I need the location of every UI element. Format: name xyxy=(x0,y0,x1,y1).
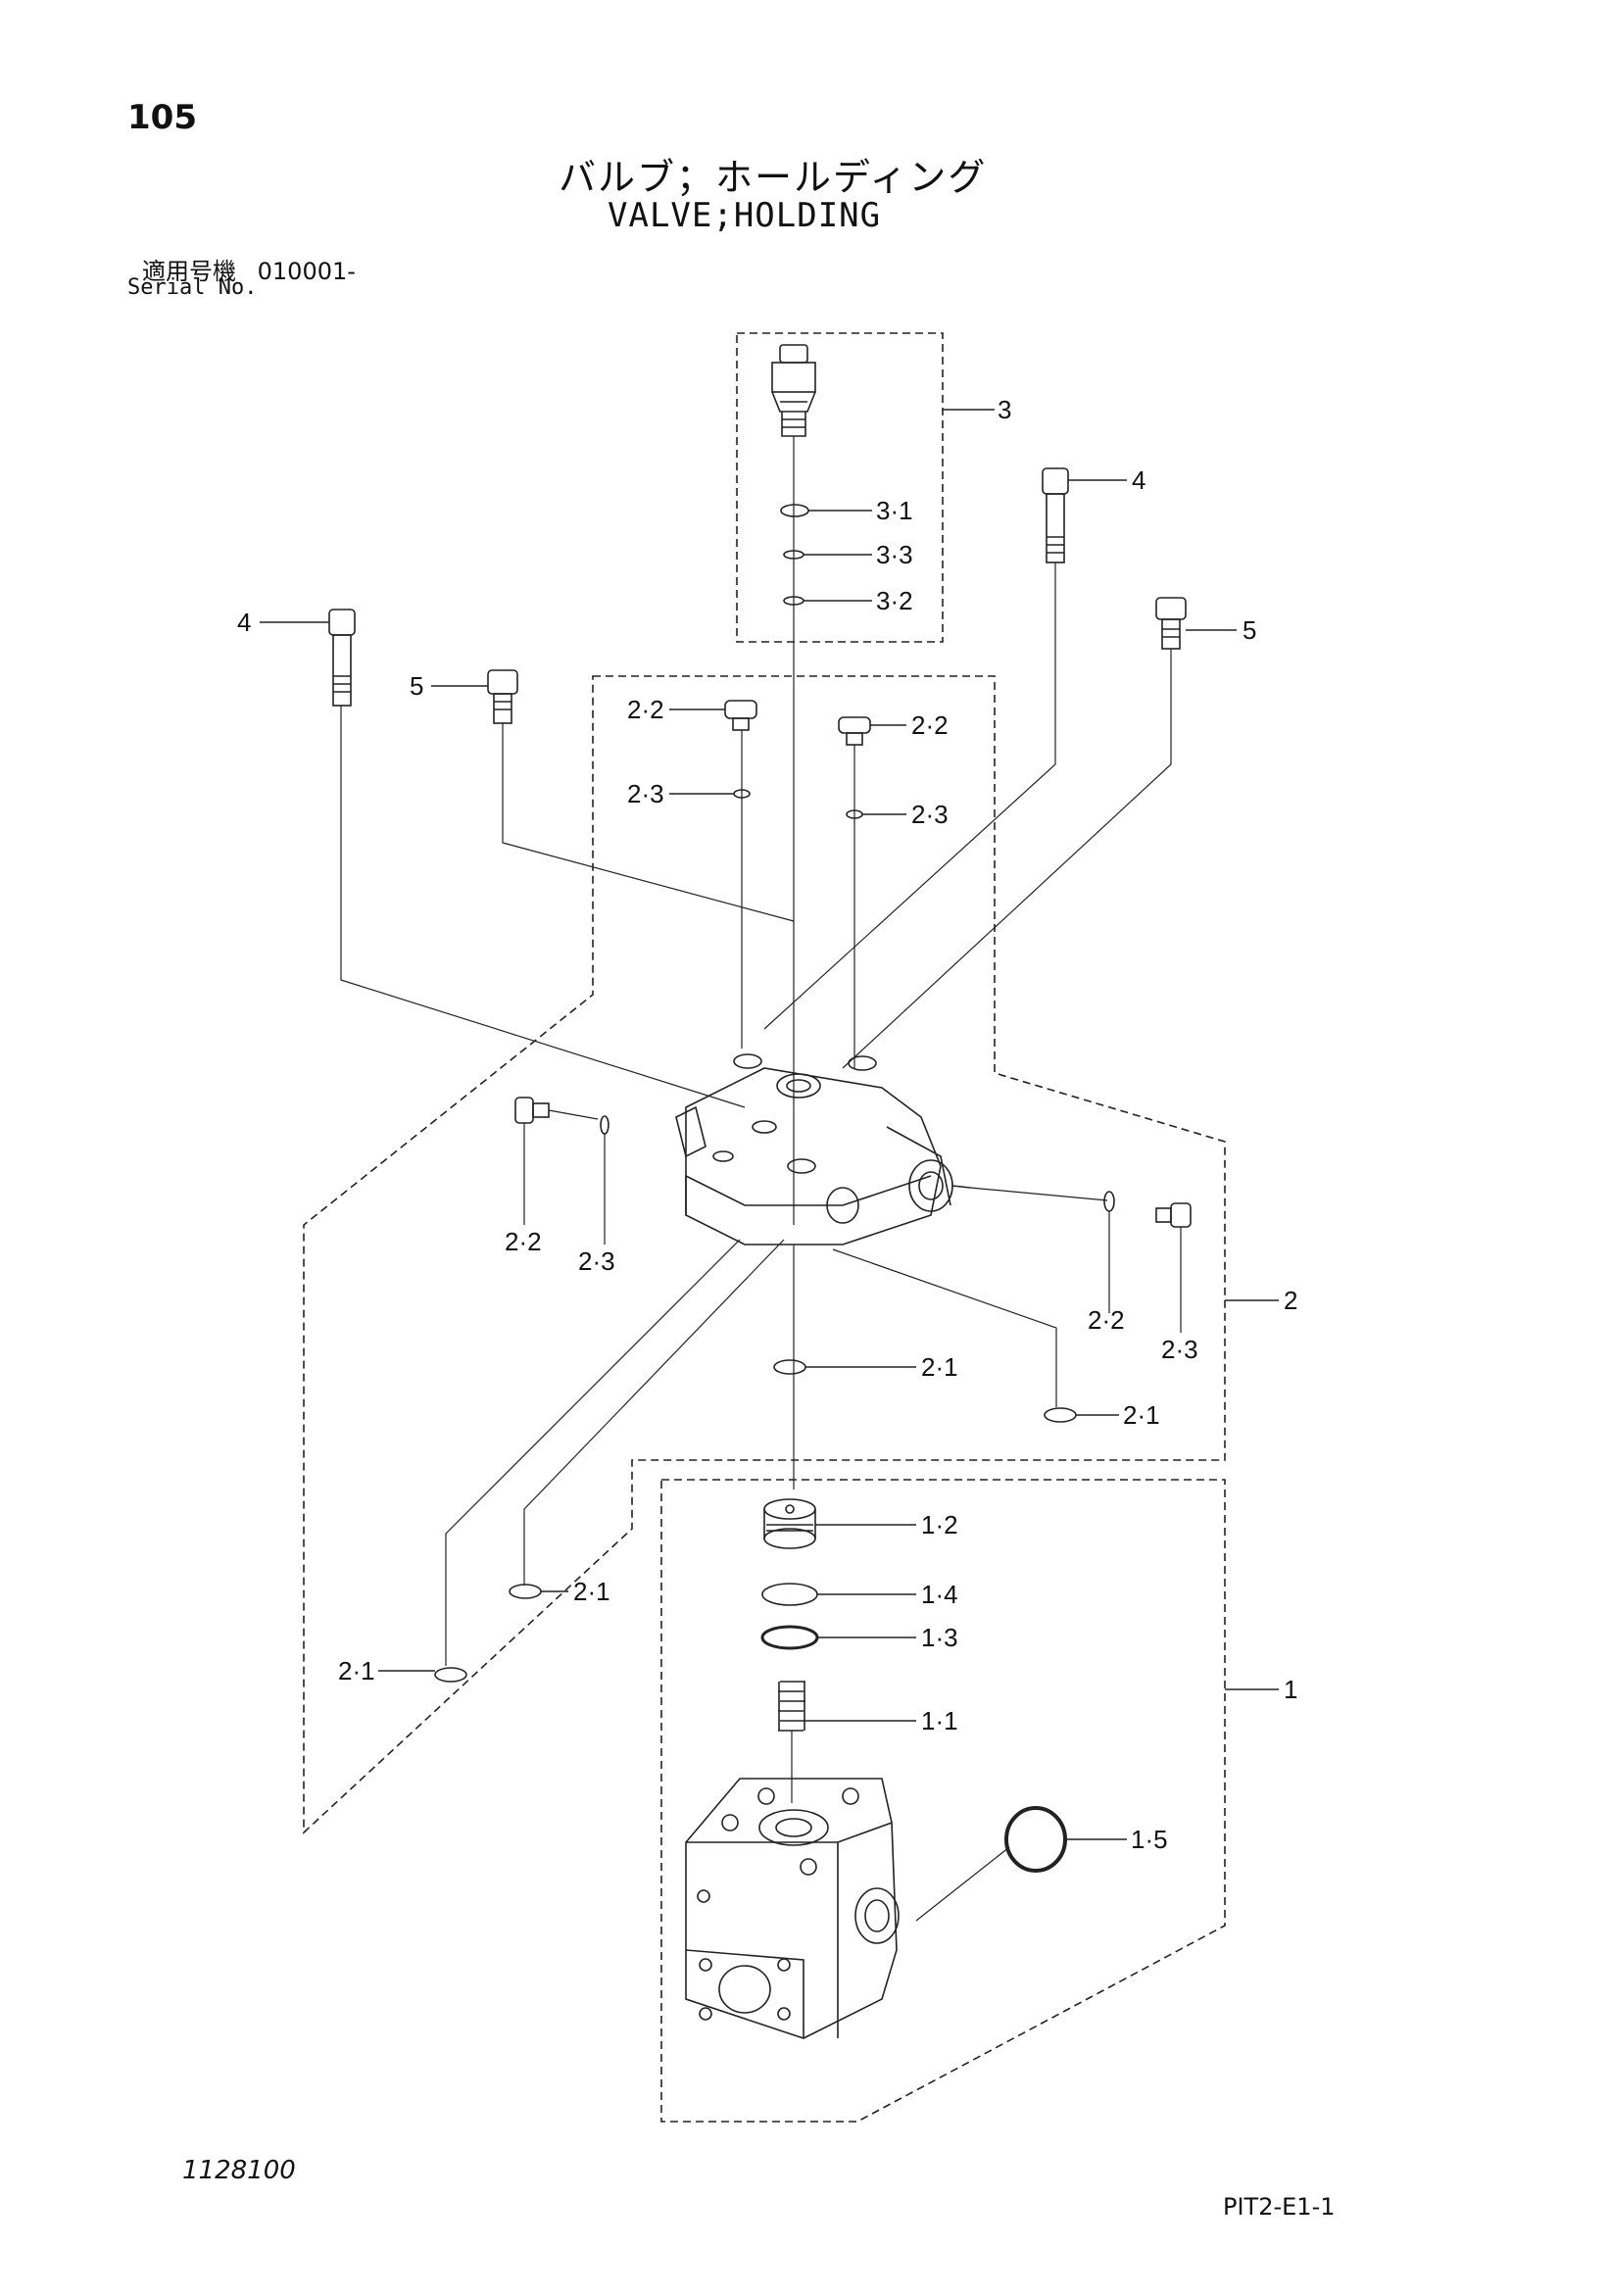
serial-value: 010001- xyxy=(257,258,356,285)
label-2-1-lower-left: 2·1 xyxy=(338,1656,375,1685)
label-1-5: 1·5 xyxy=(1131,1825,1168,1854)
assembly-1-boundary xyxy=(660,1479,1226,2123)
label-1-1: 1·1 xyxy=(921,1706,958,1735)
part-2-2-plug-top-left xyxy=(724,700,757,731)
part-5-bolt-right xyxy=(1155,597,1187,650)
part-2-2-plug-left xyxy=(514,1097,550,1124)
label-2: 2 xyxy=(1284,1286,1297,1315)
label-2-2-top-left: 2·2 xyxy=(627,695,664,724)
part-3-cartridge xyxy=(771,344,816,437)
page-number: 105 xyxy=(127,98,197,137)
label-1-3: 1·3 xyxy=(921,1623,958,1652)
label-2-3-top-right: 2·3 xyxy=(911,800,949,829)
label-2-2-left: 2·2 xyxy=(505,1227,542,1256)
part-5-bolt-left xyxy=(487,669,518,724)
assembly-2-boundary xyxy=(303,675,1226,1834)
label-5-right: 5 xyxy=(1243,615,1256,645)
callout-labels: 3 3·1 3·3 3·2 4 4 5 5 2·2 2·2 2·3 2·3 2·… xyxy=(237,395,1297,1854)
part-2-1-oring-center xyxy=(773,1359,806,1375)
label-2-3-right: 2·3 xyxy=(1161,1335,1198,1364)
label-2-2-top-right: 2·2 xyxy=(911,710,949,740)
label-1-2: 1·2 xyxy=(921,1510,958,1539)
part-2-3-oring-left xyxy=(600,1115,609,1135)
label-1: 1 xyxy=(1284,1675,1297,1704)
assembly-3-boundary xyxy=(736,332,944,643)
part-2-1-oring-right xyxy=(1044,1407,1077,1423)
label-4-left: 4 xyxy=(237,608,251,637)
serial-label-english: Serial No. xyxy=(127,275,258,300)
title-japanese: バルブ；ホールディング xyxy=(559,156,988,199)
part-1-5-oring xyxy=(1004,1806,1067,1873)
part-2-2-plug-right xyxy=(1155,1202,1192,1228)
footer-page-code: PIT2-E1-1 xyxy=(1223,2193,1336,2221)
part-1-2-piston xyxy=(763,1498,816,1549)
part-2-3-oring-right xyxy=(1103,1191,1115,1212)
label-2-2-right: 2·2 xyxy=(1088,1305,1125,1335)
part-4-bolt-right xyxy=(1042,467,1069,563)
label-2-1-center: 2·1 xyxy=(921,1352,958,1382)
label-3: 3 xyxy=(998,395,1011,424)
part-4-bolt-left xyxy=(328,609,356,707)
label-3-1: 3·1 xyxy=(876,496,913,525)
label-4-right: 4 xyxy=(1132,465,1145,495)
footer-drawing-number: 1128100 xyxy=(182,2156,296,2185)
serial-label-japanese: 適用号機 010001- xyxy=(142,252,356,286)
part-2-valve-block xyxy=(675,1053,971,1246)
label-2-1-right: 2·1 xyxy=(1123,1400,1160,1430)
label-3-3: 3·3 xyxy=(876,540,913,569)
part-2-2-plug-top-right xyxy=(838,716,871,746)
label-2-1-mid-left: 2·1 xyxy=(573,1577,610,1606)
label-5-left: 5 xyxy=(410,671,423,701)
label-1-4: 1·4 xyxy=(921,1580,958,1609)
part-2-1-oring-mid-left xyxy=(509,1584,542,1599)
label-2-3-top-left: 2·3 xyxy=(627,779,664,808)
part-3-1-oring xyxy=(780,504,809,517)
part-2-1-oring-lower-left xyxy=(434,1667,467,1683)
part-1-valve-body xyxy=(685,1778,900,2039)
label-3-2: 3·2 xyxy=(876,586,913,615)
part-1-1-spring xyxy=(778,1681,805,1732)
part-1-3-ring xyxy=(760,1625,819,1650)
part-1-4-ring xyxy=(761,1583,818,1606)
serial-label-jp: 適用号機 xyxy=(142,258,236,285)
label-2-3-left: 2·3 xyxy=(578,1246,615,1276)
title-english: VALVE;HOLDING xyxy=(608,196,882,235)
